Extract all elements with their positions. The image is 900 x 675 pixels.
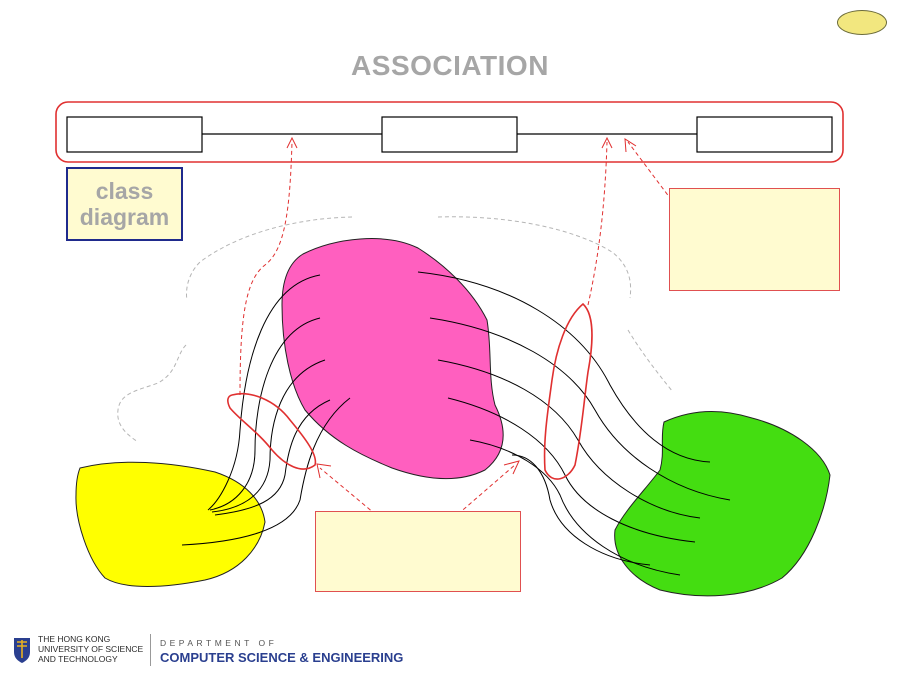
nav-oval-button[interactable] xyxy=(837,10,887,35)
context-outline-left xyxy=(117,216,353,443)
links-pink-green xyxy=(417,271,731,576)
link-highlight-right xyxy=(543,302,593,480)
department-prefix: DEPARTMENT OF xyxy=(160,638,278,648)
object-set-pink xyxy=(281,238,504,480)
class-box-middle xyxy=(381,116,518,153)
class-box-right xyxy=(696,116,833,153)
context-outline-right xyxy=(437,216,674,393)
object-set-yellow xyxy=(75,461,266,587)
hkust-logo-icon xyxy=(14,638,30,663)
class-diagram-label-text: class diagram xyxy=(79,177,170,230)
class-diagram-highlight xyxy=(55,101,844,163)
links-pink-yellow xyxy=(181,274,351,546)
university-name: THE HONG KONG UNIVERSITY OF SCIENCE AND … xyxy=(38,634,144,664)
arrowheads xyxy=(286,136,637,479)
link-highlight-left xyxy=(227,393,317,470)
slide-title: ASSOCIATION xyxy=(351,50,549,81)
note-box-bottom xyxy=(315,511,521,592)
class-diagram-label: class diagram xyxy=(66,167,183,241)
department-name: COMPUTER SCIENCE & ENGINEERING xyxy=(160,650,404,665)
class-box-left xyxy=(66,116,203,153)
footer: THE HONG KONG UNIVERSITY OF SCIENCE AND … xyxy=(12,632,432,668)
note-box-right xyxy=(669,188,840,291)
object-set-green xyxy=(614,411,831,597)
footer-divider xyxy=(150,634,151,666)
